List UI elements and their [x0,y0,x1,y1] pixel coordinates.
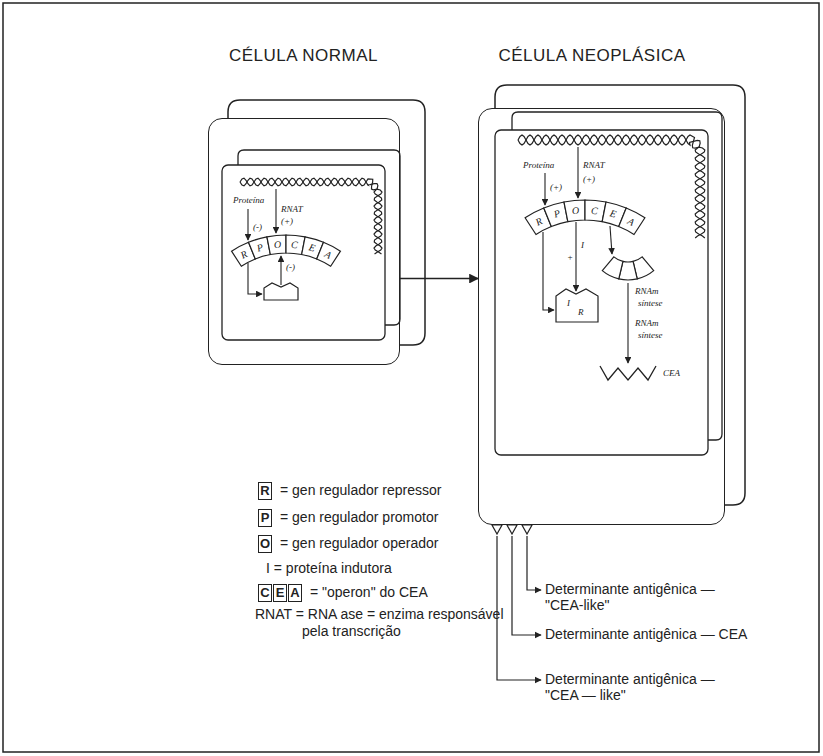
cell-back-layer [228,100,425,345]
annotation-label: RNAT [280,204,304,214]
regulation-arrow [248,263,262,294]
legend-text: = "operon" do CEA [310,584,428,601]
regulation-arrow [247,209,248,240]
legend-key: R [258,482,272,500]
annotation-label: síntese [637,330,664,340]
antigen-label: Determinante antigênica — "CEA-like" [545,581,750,613]
annotation-label: RNAT [582,160,606,170]
gene-letter: C [291,238,299,250]
nucleus-back-layer [238,150,400,325]
cell-back-layer [495,85,745,505]
gene-letter: A [626,215,637,228]
leader-line [497,536,541,680]
regulation-arrow [543,232,554,310]
transcription-arrow [577,147,578,198]
annotation-label: I [566,298,571,308]
gene-segment [317,242,341,266]
nucleus-back-layer [512,112,722,440]
legend-key: O [258,535,272,553]
dna-strand [518,135,705,238]
transcription-arrow [275,189,276,233]
transcription-arrow [610,226,612,254]
cell-heading: CÉLULA NORMAL [229,46,378,66]
legend-text: RNAT = RNA ase = enzima responsável pela… [255,606,515,640]
gene-letter: E [307,241,316,254]
nucleus [222,165,385,340]
gene-letter: C [591,204,599,216]
repressor-protein [556,289,598,322]
dna-strand [240,178,382,254]
antigen-label: Determinante antigênica — "CEA — like" [545,671,750,703]
gene-letter: R [239,248,250,261]
gene-segment [267,235,286,255]
cell-outline: CÉLULA NEOPLÁSICA [478,108,725,525]
legend-text: = gen regulador promotor [280,509,438,526]
annotation-label: Proteína [232,195,265,205]
annotation-label: (-) [285,262,296,272]
legend-text: = gen regulador operador [280,535,438,552]
gene-letter: P [552,208,561,221]
cell-heading: CÉLULA NEOPLÁSICA [498,46,685,66]
legend-key: P [258,509,272,527]
gene-letter: O [571,204,579,216]
leader-line [527,536,541,590]
nucleus [495,130,708,455]
repressor-protein [264,283,298,300]
annotation-label: R [577,307,585,317]
annotation-label: (-) [252,222,263,232]
gene-letter: R [533,215,544,228]
mrna-segment [602,257,623,279]
synthesis-arrow [627,283,628,363]
cea-protein [600,366,656,380]
gene-letter: O [273,238,281,250]
frame [3,3,819,752]
antigen-triangle [507,525,517,534]
annotation-label: + [566,252,574,262]
legend-text: = gen regulador repressor [280,482,442,499]
dna-strand [240,178,382,254]
annotation-label: RNAm [634,286,660,296]
legend-key: E [273,584,287,602]
legend-text: I = proteína indutora [266,560,392,577]
regulation-arrow [544,173,545,205]
annotation-label: síntese [637,298,664,308]
repression-arrow [280,256,281,285]
gene-segment [619,208,645,235]
annotation-label: (+) [549,182,563,192]
cell-outline: CÉLULA NORMAL [208,118,400,365]
annotation-label: (+) [280,216,294,226]
annotation-label: (+) [582,174,596,184]
gene-segment [564,200,585,222]
gene-letter: A [323,248,334,261]
antigen-triangle [522,525,532,534]
inducer-arrow [575,222,576,291]
gene-letter: E [609,208,618,221]
annotation-label: Proteína [522,160,555,170]
annotation-label: CEA [662,368,681,378]
transition-arrow [400,278,478,279]
gene-letter: P [256,241,265,254]
legend-key: C [258,584,272,602]
leader-line [512,536,541,635]
antigen-label: Determinante antigênica — CEA [545,626,750,642]
annotation-label: RNAm [634,318,660,328]
legend-key: A [288,584,302,602]
annotation-label: I [580,240,585,250]
antigen-triangle [492,525,502,534]
dna-strand [518,135,705,238]
